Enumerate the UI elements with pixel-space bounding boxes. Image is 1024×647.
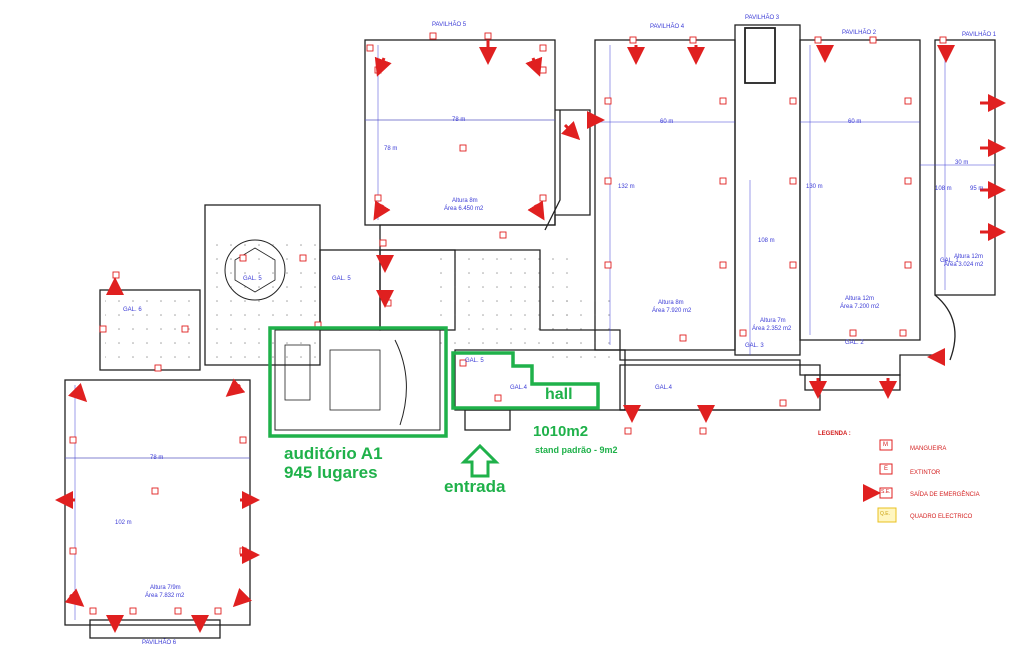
legend-extinguisher-code: E: [884, 466, 889, 472]
dimension-lines: [65, 45, 995, 620]
gallery-5-hall-label: GAL. 5: [465, 358, 484, 364]
dimension-label: 60 m: [848, 119, 862, 125]
legend-hose-label: MANGUEIRA: [910, 446, 947, 452]
legend-extinguisher-label: EXTINTOR: [910, 470, 941, 476]
pavilion-1-area: Área 3.024 m2: [944, 262, 984, 268]
pavilion-2-area: Área 7.200 m2: [840, 304, 880, 310]
gallery-4-east-label: GAL.4: [655, 385, 673, 391]
hose-legend-icon: [879, 439, 893, 451]
dimension-label: 132 m: [618, 184, 635, 190]
gallery-3-label: GAL. 3: [745, 343, 764, 349]
dimension-label: 78 m: [452, 117, 466, 123]
entrance-arrow-icon: [460, 443, 500, 478]
pavilion-1-outline: [934, 39, 996, 296]
dimension-label: 60 m: [660, 119, 674, 125]
stand-size: stand padrão - 9m2: [535, 445, 618, 455]
pavilion-2-height: Altura 12m: [845, 296, 875, 302]
dimension-label: 108 m: [758, 238, 775, 244]
hall-highlight: [451, 351, 600, 410]
gallery-5-label: GAL. 5: [243, 276, 262, 282]
dimension-label: 108 m: [935, 186, 952, 192]
gallery-5-mid-label: GAL. 5: [332, 276, 351, 282]
dimension-label: 102 m: [115, 520, 132, 526]
gallery-2-label: GAL. 2: [845, 340, 864, 346]
pavilion-3-label: PAVILHÃO 3: [745, 15, 780, 21]
column-grid: [105, 240, 620, 365]
pavilion-5-area: Área 6.450 m2: [444, 206, 484, 212]
pavilion-4-label: PAVILHÃO 4: [650, 24, 685, 30]
legend-electrical-label: QUADRO ELECTRICO: [910, 514, 973, 520]
auditorium-highlight: [268, 326, 448, 438]
dimension-label: 78 m: [150, 455, 164, 461]
pavilion-3-height: Altura 7m: [760, 318, 786, 324]
gallery-6-label: GAL. 6: [123, 307, 142, 313]
dimension-label: 130 m: [806, 184, 823, 190]
legend-exit-code: S.E.: [881, 489, 891, 495]
legend-hose-code: M: [883, 442, 888, 448]
pavilion-1-height: Altura 12m: [954, 254, 984, 260]
pavilion-3-area: Área 2.352 m2: [752, 326, 792, 332]
pavilion-5-height: Altura 8m: [452, 198, 478, 204]
pavilion-2-outline: [799, 39, 921, 341]
legend-symbols: [863, 439, 897, 523]
pavilion-1-label: PAVILHÃO 1: [962, 32, 997, 38]
hall-label: hall: [545, 386, 573, 403]
pavilion-6-height: Altura 7/9m: [150, 585, 181, 591]
legend-exit-label: SAÍDA DE EMERGÊNCIA: [910, 492, 980, 498]
pavilion-6-area: Área 7.832 m2: [145, 593, 185, 599]
pavilion-4-area: Área 7.920 m2: [652, 308, 692, 314]
legend-electrical-code: Q.E.: [880, 511, 891, 517]
extinguisher-legend-icon: [879, 463, 893, 475]
electrical-legend-icon: [877, 507, 897, 523]
gallery-1-label: GAL. 1: [940, 258, 959, 264]
pavilion-6-label: PAVILHÃO 6: [142, 640, 177, 646]
gallery-4-label: GAL.4: [510, 385, 528, 391]
dimension-label: 30 m: [955, 160, 969, 166]
pavilion-4-height: Altura 8m: [658, 300, 684, 306]
pavilion-5-label: PAVILHÃO 5: [432, 22, 467, 28]
entrance-label: entrada: [444, 477, 506, 496]
pavilion-2-label: PAVILHÃO 2: [842, 30, 877, 36]
emergency-exit-arrows: [55, 40, 1006, 633]
legend-title: LEGENDA :: [818, 431, 851, 437]
hall-area: 1010m2: [533, 423, 589, 440]
auditorium-title: auditório A1: [284, 444, 383, 463]
dimension-label: 78 m: [384, 146, 398, 152]
auditorium-capacity: 945 lugares: [284, 463, 378, 482]
dimension-label: 95 m: [970, 186, 984, 192]
